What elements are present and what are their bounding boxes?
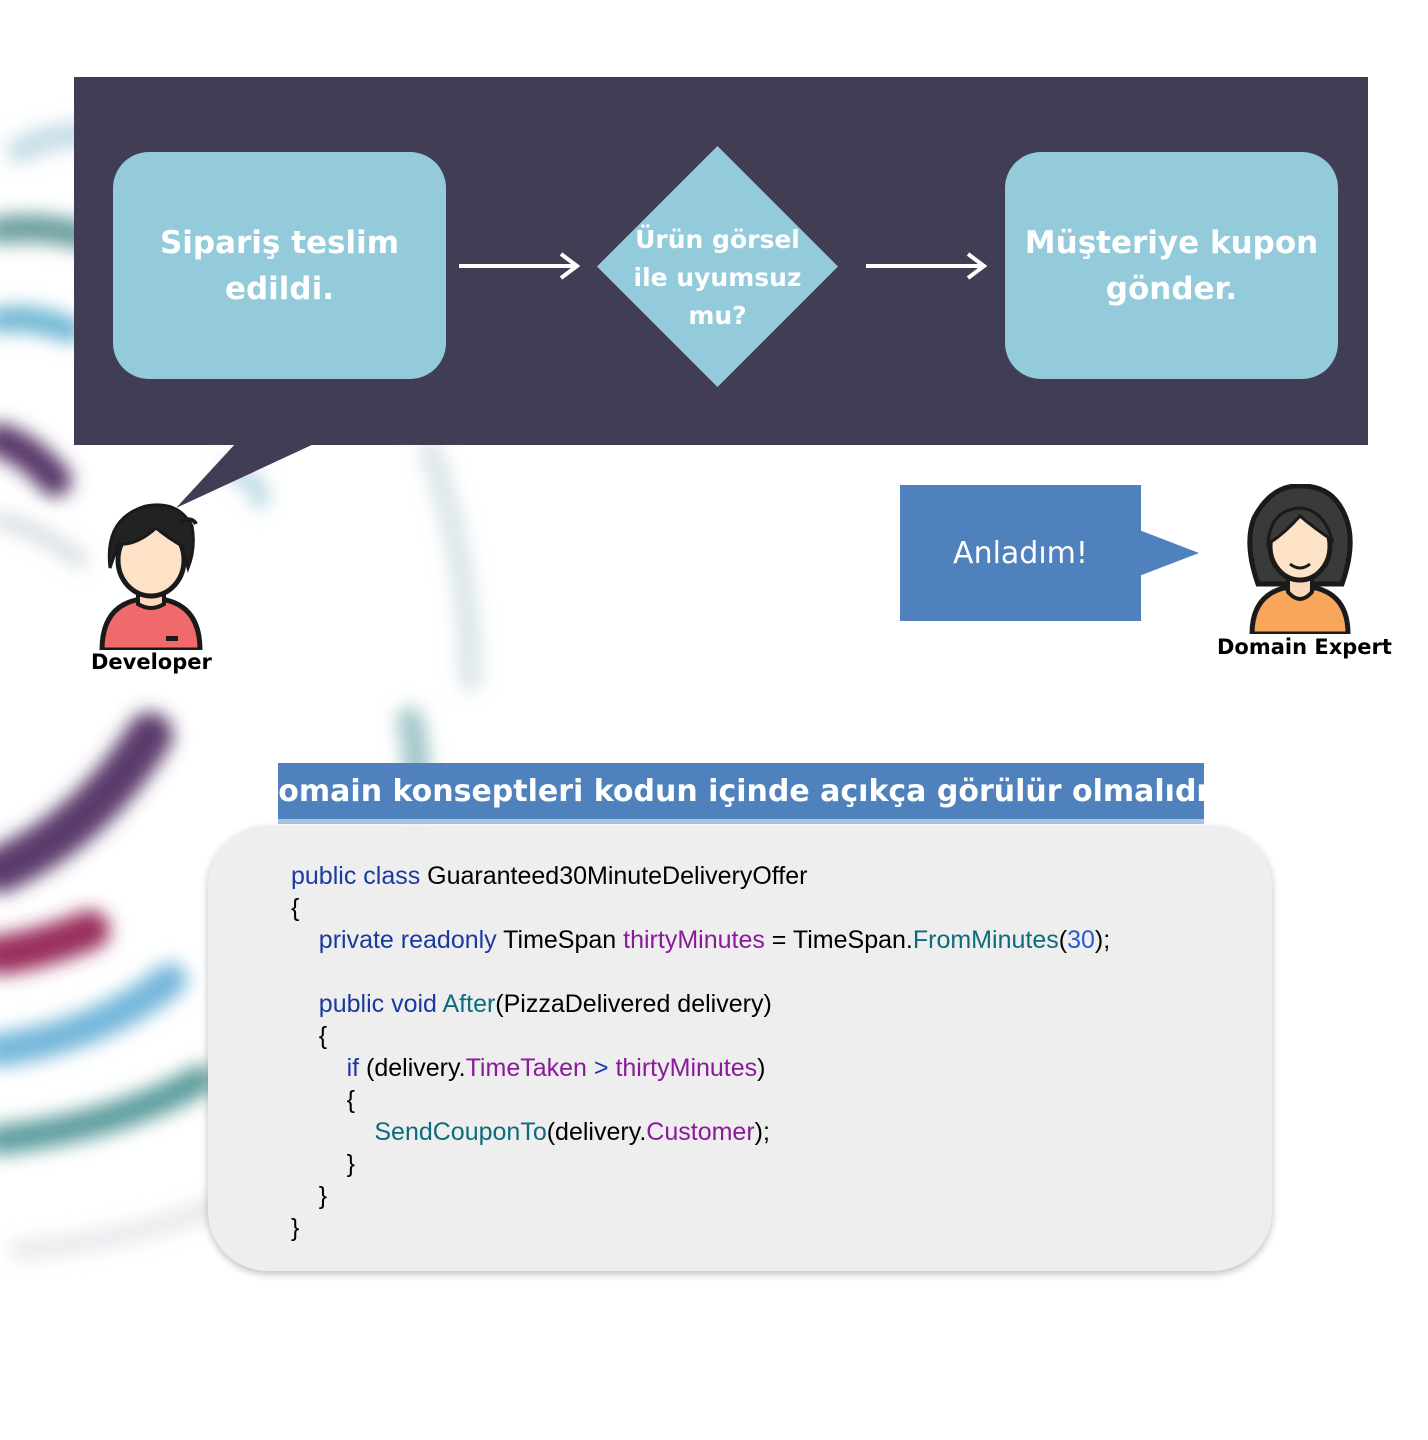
code-token: { xyxy=(291,1022,328,1050)
code-token xyxy=(291,1118,374,1146)
code-token: { xyxy=(291,1086,355,1114)
code-token: ) xyxy=(757,1054,766,1082)
domain-expert-avatar-icon xyxy=(1247,484,1353,634)
code-token: (PizzaDelivered delivery) xyxy=(495,990,772,1018)
code-token: FromMinutes xyxy=(912,926,1059,954)
code-token: if xyxy=(346,1054,367,1082)
developer-avatar-icon xyxy=(99,503,203,650)
code-token: > xyxy=(586,1054,616,1082)
flow-arrow-1 xyxy=(459,252,581,280)
code-line: { xyxy=(291,1084,1110,1116)
expert-bubble-tail xyxy=(1139,530,1199,576)
domain-expert-label: Domain Expert xyxy=(1217,635,1392,659)
code-line xyxy=(291,956,1110,988)
code-token: thirtyMinutes xyxy=(623,926,765,954)
code-line: } xyxy=(291,1180,1110,1212)
code-token: TimeTaken xyxy=(465,1054,587,1082)
flow-step-delivered-label: Sipariş teslim edildi. xyxy=(159,224,400,307)
code-token: } xyxy=(291,1214,300,1242)
code-line: } xyxy=(291,1212,1110,1244)
flow-step-send-coupon: Müşteriye kupon gönder. xyxy=(1005,152,1338,379)
code-line: private readonly TimeSpan thirtyMinutes … xyxy=(291,924,1110,956)
code-section-title-text: Domain konseptleri kodun içinde açıkça g… xyxy=(253,773,1229,809)
code-token: ); xyxy=(754,1118,770,1146)
code-token: public void xyxy=(318,990,443,1018)
code-line: { xyxy=(291,892,1110,924)
code-token: ); xyxy=(1094,926,1111,954)
expert-reply-bubble: Anladım! xyxy=(900,485,1141,621)
code-line: } xyxy=(291,1148,1110,1180)
flow-step-send-coupon-label: Müşteriye kupon gönder. xyxy=(1024,224,1319,307)
expert-reply-text: Anladım! xyxy=(953,535,1088,571)
code-token: (delivery. xyxy=(366,1054,466,1082)
code-line: SendCouponTo(delivery.Customer); xyxy=(291,1116,1110,1148)
code-line: public void After(PizzaDelivered deliver… xyxy=(291,988,1110,1020)
code-token: TimeSpan xyxy=(503,926,624,954)
code-token: (delivery. xyxy=(546,1118,647,1146)
code-token: } xyxy=(291,1182,328,1210)
code-token: SendCouponTo xyxy=(374,1118,547,1146)
code-token: private readonly xyxy=(318,926,504,954)
code-token xyxy=(291,926,319,954)
developer-label: Developer xyxy=(91,650,212,674)
code-line: public class Guaranteed30MinuteDeliveryO… xyxy=(291,860,1110,892)
code-token: thirtyMinutes xyxy=(615,1054,758,1082)
code-token: = TimeSpan. xyxy=(764,926,913,954)
code-token: public class xyxy=(291,862,428,890)
code-token: After xyxy=(442,990,496,1018)
code-block xyxy=(208,826,1272,1271)
code-token: Customer xyxy=(646,1118,755,1146)
flow-decision-diamond xyxy=(597,146,838,387)
code-token: 30 xyxy=(1067,926,1095,954)
flow-decision-label: Ürün görsel ile uyumsuz mu? xyxy=(633,225,802,330)
title-underline xyxy=(278,819,1204,824)
code-token xyxy=(291,990,319,1018)
code-token: Guaranteed30MinuteDeliveryOffer xyxy=(427,862,808,890)
code-token: ( xyxy=(1058,926,1068,954)
code-line: if (delivery.TimeTaken > thirtyMinutes) xyxy=(291,1052,1110,1084)
code-listing: public class Guaranteed30MinuteDeliveryO… xyxy=(291,860,1110,1244)
flow-arrow-2 xyxy=(866,252,988,280)
code-token: { xyxy=(291,894,300,922)
flow-step-delivered: Sipariş teslim edildi. xyxy=(113,152,446,379)
code-token xyxy=(291,1054,347,1082)
code-token: } xyxy=(291,1150,355,1178)
code-line: { xyxy=(291,1020,1110,1052)
code-section-title: Domain konseptleri kodun içinde açıkça g… xyxy=(253,763,1229,819)
